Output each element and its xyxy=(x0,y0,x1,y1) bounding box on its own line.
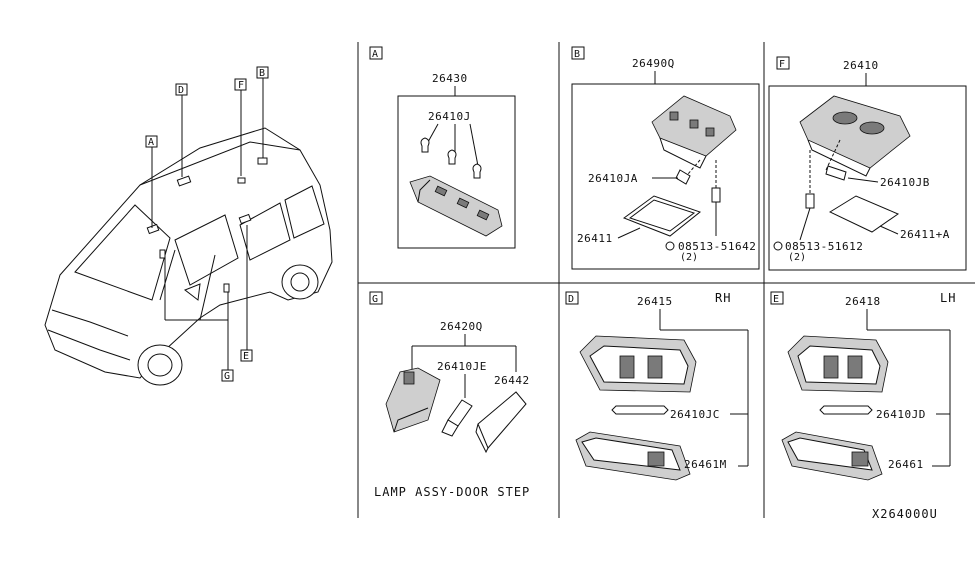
panel-f-letter: F xyxy=(779,59,785,70)
panel-g-caption: LAMP ASSY-DOOR STEP xyxy=(374,485,530,499)
panel-g: G 26420Q 26410JE 26442 LAMP ASSY-DOOR ST… xyxy=(369,291,530,499)
panel-g-letter: G xyxy=(372,294,378,305)
panel-f-assy: 26410 xyxy=(843,59,879,72)
van-illustration xyxy=(44,127,333,386)
panel-a-part-1: 26410J xyxy=(428,110,471,123)
panel-g-part-1: 26410JE xyxy=(437,360,487,373)
panel-d-part-2: 26461M xyxy=(684,458,727,471)
panel-d: D 26415 RH 26410JC 26461M xyxy=(565,291,749,481)
panel-a-assy: 26430 xyxy=(432,72,468,85)
callout-box-a: A xyxy=(145,135,158,148)
panel-g-assy: 26420Q xyxy=(440,320,483,333)
callout-box-b: B xyxy=(256,66,269,79)
callout-box-f: F xyxy=(234,78,247,91)
callout-b-letter: B xyxy=(259,68,265,79)
panel-d-assy: 26415 xyxy=(637,295,673,308)
panel-e: E 26418 LH 26410JD 26461 xyxy=(770,291,956,481)
panel-grid xyxy=(357,42,975,518)
callout-f-letter: F xyxy=(238,80,244,91)
callout-a-letter: A xyxy=(148,137,154,148)
panel-d-part-1: 26410JC xyxy=(670,408,720,421)
panel-b-part-3: 08513-51642 xyxy=(678,240,756,253)
panel-f: F 26410 26410JB 26411+A 08513-51612 (2) xyxy=(768,56,967,271)
callout-d-letter: D xyxy=(178,85,184,96)
panel-e-side: LH xyxy=(940,291,956,305)
panel-b-part-4: (2) xyxy=(680,252,698,263)
panel-b-part-2: 26411 xyxy=(577,232,613,245)
callout-e-letter: E xyxy=(243,351,249,362)
panel-a-letter: A xyxy=(372,49,378,60)
diagram-code: X264000U xyxy=(872,507,938,521)
panel-b-part-1: 26410JA xyxy=(588,172,638,185)
panel-d-side: RH xyxy=(715,291,731,305)
panel-e-assy: 26418 xyxy=(845,295,881,308)
panel-f-part-4: (2) xyxy=(788,252,806,263)
panel-e-letter: E xyxy=(773,294,779,305)
van-leader-lines xyxy=(151,78,264,370)
panel-f-part-1: 26410JB xyxy=(880,176,930,189)
panel-a: A 26430 26410J xyxy=(369,46,516,249)
callout-box-g: G xyxy=(221,369,234,382)
panel-b-letter: B xyxy=(574,49,580,60)
panel-f-part-2: 26411+A xyxy=(900,228,950,241)
panel-e-part-1: 26410JD xyxy=(876,408,926,421)
panel-e-part-2: 26461 xyxy=(888,458,924,471)
callout-box-e: E xyxy=(240,349,253,362)
panel-d-letter: D xyxy=(568,294,574,305)
panel-g-part-2: 26442 xyxy=(494,374,530,387)
panel-b-assy: 26490Q xyxy=(632,57,675,70)
callout-box-d: D xyxy=(175,83,188,96)
callout-g-letter: G xyxy=(224,371,230,382)
panel-b: B 26490Q 26410JA 26411 08513-51642 (2) xyxy=(571,46,760,270)
panel-f-part-3: 08513-51612 xyxy=(785,240,863,253)
